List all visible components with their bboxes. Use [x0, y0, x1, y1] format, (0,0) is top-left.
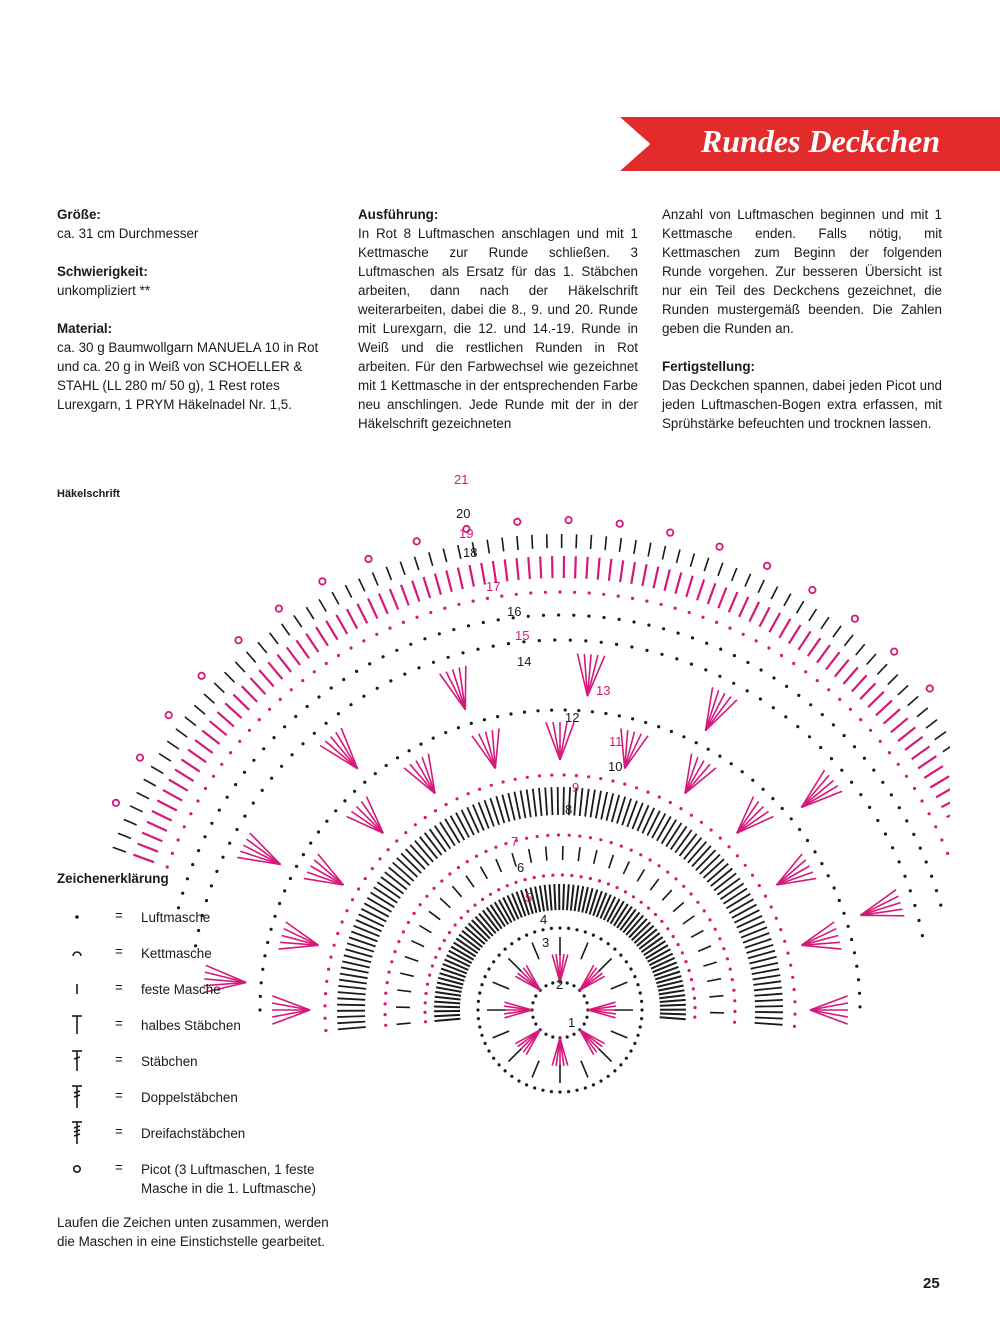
round-number: 13	[596, 683, 610, 698]
title-banner: Rundes Deckchen	[620, 117, 1000, 171]
round-16-chains	[176, 613, 943, 910]
round-number: 8	[565, 802, 572, 817]
round-number: 16	[507, 604, 521, 619]
round-number: 18	[463, 545, 477, 560]
material-value: ca. 30 g Baumwollgarn MANUELA 10 in Rot …	[57, 340, 319, 412]
round-7-chains	[383, 833, 737, 1027]
difficulty-block: Schwierigkeit: unkompliziert **	[57, 262, 337, 300]
page-title: Rundes Deckchen	[700, 123, 940, 159]
instructions-text-part2: Anzahl von Luftmaschen beginnen und mit …	[662, 207, 942, 336]
legend-equals: =	[115, 908, 123, 923]
finishing-text: Das Deckchen spannen, dabei jeden Picot …	[662, 378, 942, 431]
round-number: 12	[565, 710, 579, 725]
info-column: Größe: ca. 31 cm Durchmesser Schwierigke…	[57, 205, 337, 433]
round-5-chains	[423, 873, 697, 1024]
size-block: Größe: ca. 31 cm Durchmesser	[57, 205, 337, 243]
legend-meaning: Luftmasche	[141, 910, 211, 925]
legend-title: Zeichenerklärung	[57, 871, 169, 886]
instructions-column: Ausführung: In Rot 8 Luftmaschen anschla…	[358, 205, 638, 433]
legend-meaning: Kettmasche	[141, 946, 212, 961]
finishing-heading: Fertigstellung:	[662, 359, 755, 374]
round-21-picots	[111, 516, 934, 807]
round-2-stitches	[487, 937, 633, 1083]
single-crochet-icon	[76, 984, 78, 994]
instructions-column-continued: Anzahl von Luftmaschen beginnen und mit …	[662, 205, 942, 433]
instructions-heading: Ausführung:	[358, 207, 439, 222]
legend-row: = feste Masche	[57, 977, 357, 1001]
round-number: 19	[459, 526, 473, 541]
round-4-stitches	[433, 883, 687, 1022]
legend-row: = Kettmasche	[57, 941, 357, 965]
material-heading: Material:	[57, 321, 113, 336]
round-3-chains	[476, 926, 644, 1094]
legend-row: = Stäbchen	[57, 1049, 357, 1073]
legend-equals: =	[115, 1124, 123, 1139]
chain-stitch-icon	[75, 915, 79, 919]
round-13-fans	[203, 653, 905, 994]
slip-stitch-icon	[72, 951, 82, 957]
legend-footnote: Laufen die Zeichen unten zusammen, werde…	[57, 1215, 329, 1249]
round-10-fans	[271, 721, 849, 1025]
legend-row: = Doppelstäbchen	[57, 1085, 357, 1109]
round-20-stitches	[112, 533, 950, 853]
legend-equals: =	[115, 1052, 123, 1067]
legend-equals: =	[115, 1016, 123, 1031]
material-block: Material: ca. 30 g Baumwollgarn MANUELA …	[57, 319, 337, 414]
round-6-stitches	[395, 845, 725, 1026]
round-number: 6	[517, 860, 524, 875]
double-treble-crochet-icon	[72, 1121, 82, 1144]
page-number: 25	[923, 1275, 940, 1292]
round-9-chains	[323, 773, 797, 1033]
round-number: 17	[486, 579, 500, 594]
round-number: 15	[515, 628, 529, 643]
legend-meaning: Doppelstäbchen	[141, 1090, 238, 1105]
legend-equals: =	[115, 1088, 123, 1103]
round-number: 1	[568, 1015, 575, 1030]
difficulty-heading: Schwierigkeit:	[57, 264, 148, 279]
instructions-text-part1: In Rot 8 Luftmaschen anschlagen und mit …	[358, 226, 638, 431]
legend-meaning: Dreifachstäbchen	[141, 1126, 246, 1141]
round-number: 9	[572, 780, 579, 795]
round-14-chains	[194, 638, 925, 948]
round-number: 4	[540, 912, 547, 927]
legend-meaning: Stäbchen	[141, 1054, 198, 1069]
difficulty-value: unkompliziert **	[57, 283, 151, 298]
legend-equals: =	[115, 944, 123, 959]
round-number: 10	[608, 759, 622, 774]
picot-icon	[73, 1165, 82, 1174]
diagram-label: Häkelschrift	[57, 488, 120, 500]
treble-crochet-icon	[72, 1085, 82, 1108]
legend-row: = halbes Stäbchen	[57, 1013, 357, 1037]
legend-meaning: feste Masche	[141, 982, 221, 997]
round-1-stitches	[503, 953, 617, 1067]
legend-row: = Luftmasche	[57, 905, 357, 929]
round-number: 7	[511, 834, 518, 849]
round-number: 5	[525, 890, 532, 905]
round-8-stitches	[336, 786, 784, 1031]
round-17-chains	[165, 590, 950, 869]
legend-row: = Dreifachstäbchen	[57, 1121, 357, 1145]
double-crochet-icon	[72, 1050, 82, 1071]
round-19-stitches	[133, 555, 950, 864]
legend-meaning: Picot (3 Luftmaschen, 1 feste Masche in …	[141, 1162, 316, 1196]
round-number: 14	[517, 654, 531, 669]
legend-meaning: halbes Stäbchen	[141, 1018, 241, 1033]
round-11-chains	[258, 708, 862, 1012]
round-number: 3	[542, 935, 549, 950]
size-heading: Größe:	[57, 207, 101, 222]
round-number: 20	[456, 506, 470, 521]
round-number: 2	[556, 977, 563, 992]
half-double-crochet-icon	[72, 1015, 82, 1034]
legend-equals: =	[115, 980, 123, 995]
legend-row: = Picot (3 Luftmaschen, 1 feste Masche in…	[57, 1157, 357, 1196]
legend-equals: =	[115, 1160, 123, 1175]
round-number: 21	[454, 472, 468, 487]
round-number: 11	[609, 734, 623, 749]
size-value: ca. 31 cm Durchmesser	[57, 226, 199, 241]
